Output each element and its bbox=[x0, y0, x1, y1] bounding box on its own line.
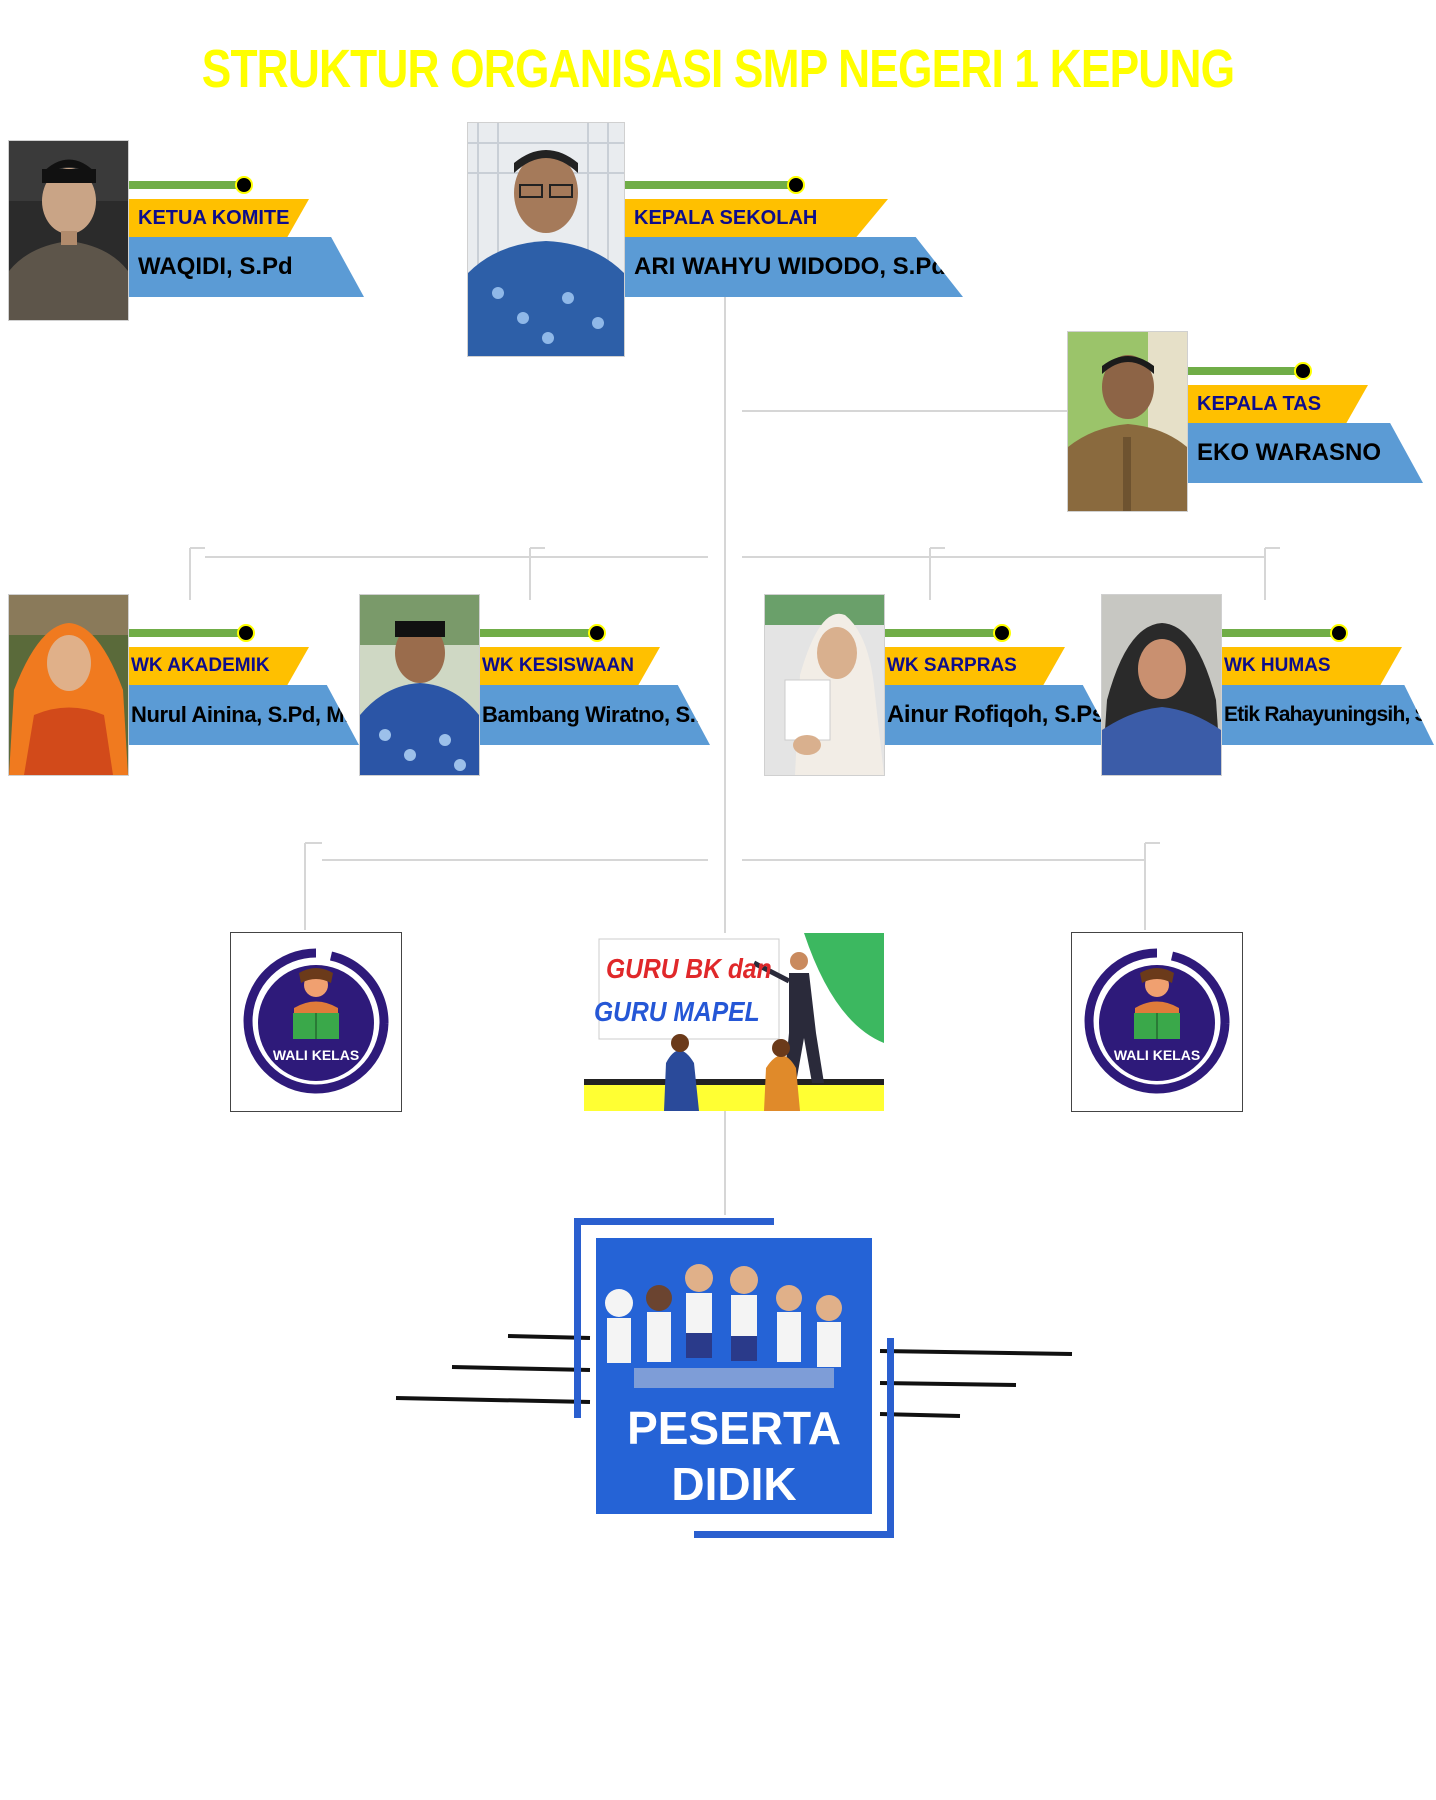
kepala-tas-name: EKO WARASNO bbox=[1188, 423, 1423, 483]
kepala-sekolah-card: KEPALA SEKOLAH ARI WAHYU WIDODO, S.Pd bbox=[625, 176, 963, 301]
connector-dot bbox=[237, 624, 255, 642]
wk-kesiswaan-role: WK KESISWAAN bbox=[480, 647, 660, 685]
peserta-didik-label: PESERTA DIDIK bbox=[596, 1400, 872, 1512]
guru-bk-mapel-box: GURU BK dan GURU MAPEL bbox=[584, 933, 884, 1111]
wk-sarpras-name: Ainur Rofiqoh, S.Psi bbox=[885, 685, 1115, 745]
ketua-komite-card: KETUA KOMITE WAQIDI, S.Pd bbox=[129, 176, 369, 301]
wk-humas-card: WK HUMAS Etik Rahayuningsih, S.Pd bbox=[1222, 624, 1436, 749]
kepala-tas-role: KEPALA TAS bbox=[1188, 385, 1368, 423]
ketua-komite-name: WAQIDI, S.Pd bbox=[129, 237, 364, 297]
connector-dot bbox=[235, 176, 253, 194]
accent-bar bbox=[480, 629, 592, 637]
connector-dot bbox=[588, 624, 606, 642]
page-title: STRUKTUR ORGANISASI SMP NEGERI 1 KEPUNG bbox=[201, 39, 1235, 99]
kepala-tas-card: KEPALA TAS EKO WARASNO bbox=[1188, 362, 1428, 487]
guru-bk-label: GURU BK dan bbox=[606, 953, 772, 984]
accent-bar bbox=[1188, 367, 1306, 375]
wk-akademik-card: WK AKADEMIK Nurul Ainina, S.Pd, M.Pd bbox=[129, 624, 369, 749]
wk-humas-name: Etik Rahayuningsih, S.Pd bbox=[1222, 685, 1434, 745]
kepala-sekolah-photo bbox=[467, 122, 625, 357]
peserta-line-1: PESERTA bbox=[627, 1402, 841, 1454]
wk-sarpras-card: WK SARPRAS Ainur Rofiqoh, S.Psi bbox=[885, 624, 1125, 749]
wk-akademik-role: WK AKADEMIK bbox=[129, 647, 309, 685]
accent-bar bbox=[129, 629, 241, 637]
connector-dot bbox=[993, 624, 1011, 642]
ketua-komite-role: KETUA KOMITE bbox=[129, 199, 309, 237]
kepala-tas-photo bbox=[1067, 331, 1188, 512]
wali-kelas-right: WALI KELAS bbox=[1071, 932, 1243, 1112]
ketua-komite-photo bbox=[8, 140, 129, 321]
wk-sarpras-role: WK SARPRAS bbox=[885, 647, 1065, 685]
kepala-sekolah-role: KEPALA SEKOLAH bbox=[625, 199, 888, 237]
peserta-line-2: DIDIK bbox=[671, 1458, 797, 1510]
accent-bar bbox=[1222, 629, 1334, 637]
accent-bar bbox=[625, 181, 800, 189]
connector-dot bbox=[787, 176, 805, 194]
wali-kelas-label: WALI KELAS bbox=[1114, 1047, 1200, 1063]
wk-kesiswaan-card: WK KESISWAAN Bambang Wiratno, S.Pd bbox=[480, 624, 720, 749]
peserta-didik-box: PESERTA DIDIK bbox=[574, 1218, 894, 1538]
wk-kesiswaan-name: Bambang Wiratno, S.Pd bbox=[480, 685, 710, 745]
connector-dot bbox=[1294, 362, 1312, 380]
wk-akademik-photo bbox=[8, 594, 129, 776]
wali-kelas-left: WALI KELAS bbox=[230, 932, 402, 1112]
accent-bar bbox=[885, 629, 997, 637]
wali-kelas-label: WALI KELAS bbox=[273, 1047, 359, 1063]
connector-dot bbox=[1330, 624, 1348, 642]
wk-akademik-name: Nurul Ainina, S.Pd, M.Pd bbox=[129, 685, 359, 745]
guru-mapel-label: GURU MAPEL bbox=[594, 996, 760, 1027]
wk-humas-photo bbox=[1101, 594, 1222, 776]
wk-kesiswaan-photo bbox=[359, 594, 480, 776]
kepala-sekolah-name: ARI WAHYU WIDODO, S.Pd bbox=[625, 237, 963, 297]
wk-humas-role: WK HUMAS bbox=[1222, 647, 1402, 685]
wk-sarpras-photo bbox=[764, 594, 885, 776]
accent-bar bbox=[129, 181, 247, 189]
